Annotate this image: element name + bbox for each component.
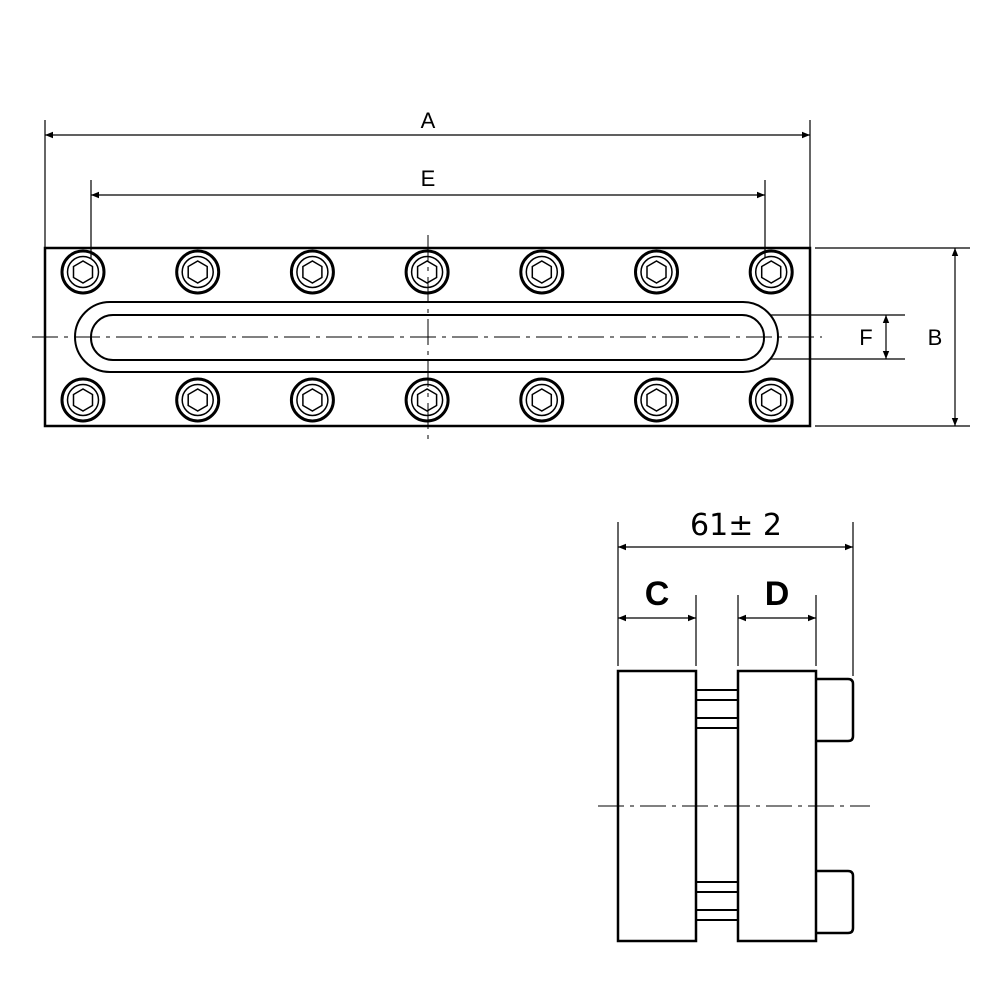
dimension-b: B — [815, 247, 970, 427]
dimension-c: C — [618, 575, 697, 666]
side-spacer-bottom — [695, 881, 739, 921]
bolt-icon — [289, 249, 335, 295]
dimension-label-d: D — [765, 575, 790, 613]
bolt-icon — [404, 377, 450, 423]
dimension-d: D — [737, 575, 817, 666]
side-bolt-head-bottom — [816, 869, 855, 935]
bolt-icon — [60, 249, 106, 295]
bolt-icon — [748, 249, 794, 295]
side-view — [598, 669, 870, 943]
bolt-icon — [519, 377, 565, 423]
bolt-icon — [519, 249, 565, 295]
bolt-icon — [175, 377, 221, 423]
side-bolt-head-top — [816, 677, 855, 743]
bolt-group — [60, 249, 794, 423]
bolt-icon — [634, 249, 679, 295]
dimension-label-f: F — [859, 325, 872, 350]
front-view — [32, 235, 822, 440]
dimension-label-a: A — [421, 108, 436, 133]
bolt-icon — [404, 249, 450, 295]
bolt-icon — [175, 249, 221, 295]
dimension-a: A — [44, 108, 811, 248]
bolt-icon — [748, 377, 794, 423]
dimension-label-b: B — [928, 325, 943, 350]
dimension-label-c: C — [645, 575, 670, 613]
dimension-label-e: E — [421, 166, 436, 191]
dimension-e: E — [90, 166, 766, 258]
bolt-icon — [60, 377, 106, 423]
dimension-label-thickness: 61± 2 — [690, 508, 782, 543]
dimension-overall-thickness: 61± 2 — [617, 508, 854, 676]
bolt-icon — [289, 377, 335, 423]
dimension-f: F — [770, 314, 905, 360]
side-spacer-top — [695, 689, 739, 729]
bolt-icon — [634, 377, 679, 423]
